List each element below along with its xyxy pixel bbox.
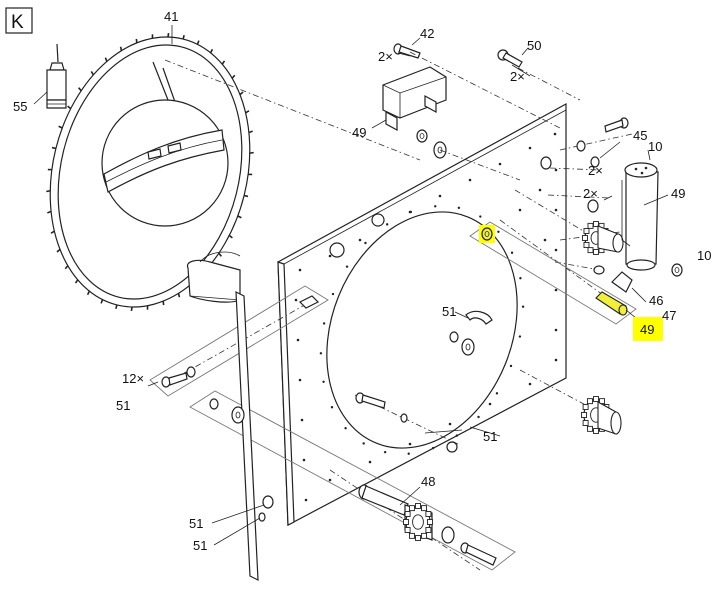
part-49-cylinder bbox=[622, 150, 668, 270]
part-50-screw bbox=[498, 48, 528, 67]
multiplier-12: 12× bbox=[122, 371, 144, 386]
callout-46: 46 bbox=[649, 293, 663, 308]
part-55-adhesive-tube bbox=[34, 44, 66, 108]
callout-41: 41 bbox=[164, 9, 178, 24]
gear-right-lower bbox=[582, 397, 622, 435]
washer-nut-set-upper bbox=[417, 130, 446, 158]
multiplier-10: 2× bbox=[583, 186, 598, 201]
main-mounting-plate bbox=[278, 104, 566, 525]
callout-10-top: 10 bbox=[648, 139, 662, 154]
callout-51-lower-a: 51 bbox=[189, 516, 203, 531]
callout-45: 45 bbox=[633, 128, 647, 143]
callout-49-bracket: 49 bbox=[352, 125, 366, 140]
callout-49-highlighted: 49 bbox=[640, 322, 654, 337]
gear-right-upper bbox=[583, 222, 624, 255]
multiplier-42: 2× bbox=[378, 49, 393, 64]
callout-50: 50 bbox=[527, 38, 541, 53]
callout-47: 47 bbox=[662, 308, 676, 323]
section-label: K bbox=[6, 8, 32, 33]
callout-10-right: 10 bbox=[697, 248, 711, 263]
section-label-text: K bbox=[11, 12, 24, 33]
callout-55: 55 bbox=[13, 99, 27, 114]
highlighted-nut bbox=[479, 225, 495, 243]
multiplier-45: 2× bbox=[588, 163, 603, 178]
callout-51-left: 51 bbox=[116, 398, 130, 413]
callout-51-clip: 51 bbox=[442, 304, 456, 319]
callout-51-lower-b: 51 bbox=[193, 538, 207, 553]
part-49-top-bracket bbox=[372, 67, 446, 130]
callout-49-cylinder: 49 bbox=[671, 186, 685, 201]
callout-48: 48 bbox=[421, 474, 435, 489]
callout-42: 42 bbox=[420, 26, 434, 41]
part-48-gear-shaft bbox=[359, 485, 496, 565]
